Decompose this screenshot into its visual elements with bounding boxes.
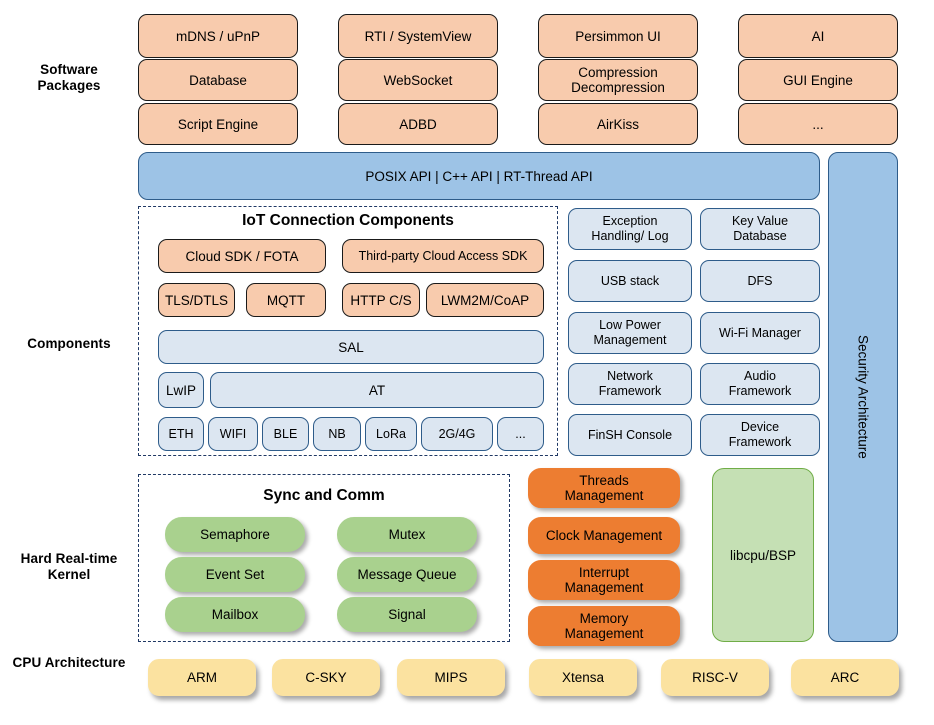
sync-semaphore[interactable]: Semaphore [165, 517, 305, 552]
row-label-kernel: Hard Real-time Kernel [20, 551, 118, 582]
kernel-memory-management[interactable]: Memory Management [528, 606, 680, 646]
kernel-threads-management[interactable]: Threads Management [528, 468, 680, 508]
iot-lwm2m-coap[interactable]: LWM2M/CoAP [426, 283, 544, 317]
package-airkiss[interactable]: AirKiss [538, 103, 698, 145]
iot-link-more[interactable]: ... [497, 417, 544, 451]
component-usb-stack[interactable]: USB stack [568, 260, 692, 302]
iot-lwip[interactable]: LwIP [158, 372, 204, 408]
libcpu-bsp[interactable]: libcpu/BSP [712, 468, 814, 642]
component-wifi-manager[interactable]: Wi-Fi Manager [700, 312, 820, 354]
security-architecture-label: Security Architecture [855, 335, 871, 459]
iot-http-cs[interactable]: HTTP C/S [342, 283, 420, 317]
sync-signal[interactable]: Signal [337, 597, 477, 632]
iot-mqtt[interactable]: MQTT [246, 283, 326, 317]
cpu-xtensa[interactable]: Xtensa [529, 659, 637, 696]
package-persimmon-ui[interactable]: Persimmon UI [538, 14, 698, 58]
iot-link-nb[interactable]: NB [313, 417, 361, 451]
iot-cloud-sdk-fota[interactable]: Cloud SDK / FOTA [158, 239, 326, 273]
component-audio-framework[interactable]: Audio Framework [700, 363, 820, 405]
sync-mailbox[interactable]: Mailbox [165, 597, 305, 632]
sync-message-queue[interactable]: Message Queue [337, 557, 477, 592]
package-mdns-upnp[interactable]: mDNS / uPnP [138, 14, 298, 58]
package-ai[interactable]: AI [738, 14, 898, 58]
iot-link-eth[interactable]: ETH [158, 417, 204, 451]
cpu-arm[interactable]: ARM [148, 659, 256, 696]
sync-event-set[interactable]: Event Set [165, 557, 305, 592]
component-network-framework[interactable]: Network Framework [568, 363, 692, 405]
component-key-value-database[interactable]: Key Value Database [700, 208, 820, 250]
component-dfs[interactable]: DFS [700, 260, 820, 302]
row-label-components: Components [27, 336, 111, 351]
package-websocket[interactable]: WebSocket [338, 59, 498, 101]
kernel-interrupt-management[interactable]: Interrupt Management [528, 560, 680, 600]
iot-link-2g-4g[interactable]: 2G/4G [421, 417, 493, 451]
iot-tls-dtls[interactable]: TLS/DTLS [158, 283, 235, 317]
sync-and-comm-title: Sync and Comm [263, 487, 385, 504]
iot-third-party-cloud-access-sdk[interactable]: Third-party Cloud Access SDK [342, 239, 544, 273]
package-adbd[interactable]: ADBD [338, 103, 498, 145]
package-database[interactable]: Database [138, 59, 298, 101]
iot-link-ble[interactable]: BLE [262, 417, 309, 451]
package-more[interactable]: ... [738, 103, 898, 145]
cpu-risc-v[interactable]: RISC-V [661, 659, 769, 696]
kernel-clock-management[interactable]: Clock Management [528, 517, 680, 554]
iot-link-lora[interactable]: LoRa [365, 417, 417, 451]
iot-connection-components-group [138, 206, 558, 456]
iot-at[interactable]: AT [210, 372, 544, 408]
component-device-framework[interactable]: Device Framework [700, 414, 820, 456]
component-low-power-management[interactable]: Low Power Management [568, 312, 692, 354]
sync-mutex[interactable]: Mutex [337, 517, 477, 552]
cpu-arc[interactable]: ARC [791, 659, 899, 696]
package-gui-engine[interactable]: GUI Engine [738, 59, 898, 101]
iot-sal[interactable]: SAL [158, 330, 544, 364]
row-label-cpu-architecture: CPU Architecture [12, 655, 126, 670]
cpu-mips[interactable]: MIPS [397, 659, 505, 696]
component-finsh-console[interactable]: FinSH Console [568, 414, 692, 456]
sync-and-comm-group [138, 474, 510, 642]
package-rti-systemview[interactable]: RTI / SystemView [338, 14, 498, 58]
row-label-software-packages: Software Packages [37, 62, 101, 93]
package-script-engine[interactable]: Script Engine [138, 103, 298, 145]
package-compression-decompression[interactable]: Compression Decompression [538, 59, 698, 101]
iot-link-wifi[interactable]: WIFI [208, 417, 258, 451]
cpu-c-sky[interactable]: C-SKY [272, 659, 380, 696]
security-architecture-bar: Security Architecture [828, 152, 898, 642]
iot-connection-components-title: IoT Connection Components [242, 212, 454, 229]
api-bar: POSIX API | C++ API | RT-Thread API [138, 152, 820, 200]
component-exception-handling-log[interactable]: Exception Handling/ Log [568, 208, 692, 250]
